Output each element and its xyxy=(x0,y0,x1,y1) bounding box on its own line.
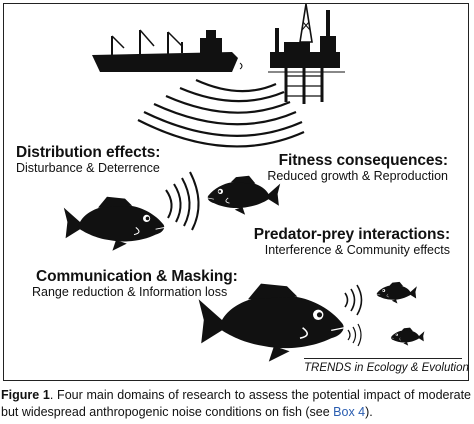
predator-prey-title: Predator-prey interactions: xyxy=(253,226,450,243)
communication-masking-subtitle: Range reduction & Information loss xyxy=(32,285,228,299)
cargo-ship-icon xyxy=(92,29,243,72)
sound-wave-icon xyxy=(165,171,363,347)
fish-icon xyxy=(390,327,425,346)
fish-icon xyxy=(63,196,166,252)
source-credit: TRENDS in Ecology & Evolution xyxy=(304,358,469,374)
caption-end: ). xyxy=(365,405,373,419)
predator-prey-subtitle: Interference & Community effects xyxy=(264,243,450,257)
fish-icon xyxy=(376,281,418,304)
distribution-effects-title: Distribution effects: xyxy=(16,144,161,161)
box-4-link[interactable]: Box 4 xyxy=(333,405,366,419)
communication-masking-title: Communication & Masking: xyxy=(36,268,238,285)
sound-wave-icon xyxy=(137,78,305,148)
figure-caption: Figure 1. Four main domains of research … xyxy=(1,387,471,421)
oil-rig-icon xyxy=(268,3,345,104)
figure-label: Figure 1 xyxy=(1,388,50,402)
fitness-consequences-title: Fitness consequences: xyxy=(278,152,448,169)
caption-text: . Four main domains of research to asses… xyxy=(1,388,472,419)
fitness-consequences-subtitle: Reduced growth & Reproduction xyxy=(267,169,448,183)
distribution-effects-subtitle: Disturbance & Deterrence xyxy=(16,161,160,175)
